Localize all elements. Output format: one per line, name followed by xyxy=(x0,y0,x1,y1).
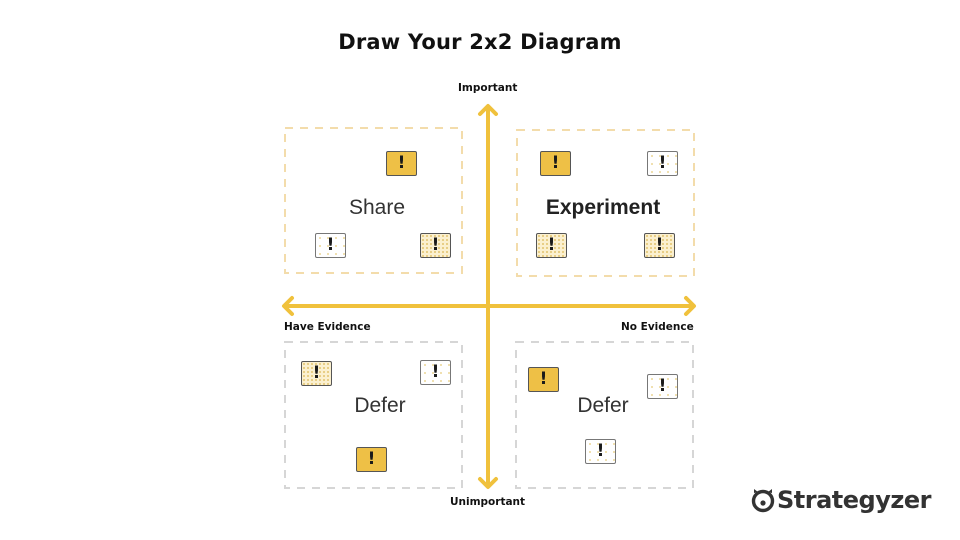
arrow-right-icon xyxy=(684,296,696,316)
quadrant-label: Defer xyxy=(577,394,629,417)
assumption-card[interactable]: ! xyxy=(540,151,571,176)
exclamation-icon: ! xyxy=(658,153,667,173)
exclamation-icon: ! xyxy=(431,362,440,382)
exclamation-icon: ! xyxy=(397,153,406,173)
dashed-border xyxy=(284,341,463,489)
axis-label-no-evidence: No Evidence xyxy=(621,321,694,333)
quadrant-defer-left: Defer ! ! ! xyxy=(284,341,463,489)
page-title: Draw Your 2x2 Diagram xyxy=(338,30,622,54)
exclamation-icon: ! xyxy=(547,235,556,255)
assumption-card[interactable]: ! xyxy=(536,233,567,258)
assumption-card[interactable]: ! xyxy=(528,367,559,392)
quadrant-experiment: Experiment ! ! ! ! xyxy=(516,129,695,277)
axis-label-have-evidence: Have Evidence xyxy=(284,321,371,333)
strategyzer-logo: Strategyzer xyxy=(750,486,931,514)
arrow-left-icon xyxy=(282,296,294,316)
assumption-card[interactable]: ! xyxy=(386,151,417,176)
assumption-card[interactable]: ! xyxy=(647,374,678,399)
assumption-card[interactable]: ! xyxy=(356,447,387,472)
exclamation-icon: ! xyxy=(655,235,664,255)
logo-text: Strategyzer xyxy=(777,486,931,514)
strategyzer-logo-icon xyxy=(751,489,775,513)
exclamation-icon: ! xyxy=(539,369,548,389)
exclamation-icon: ! xyxy=(551,153,560,173)
exclamation-icon: ! xyxy=(596,441,605,461)
arrow-up-icon xyxy=(478,104,498,116)
dashed-border xyxy=(284,127,463,274)
quadrant-label: Experiment xyxy=(545,196,661,219)
assumption-card[interactable]: ! xyxy=(420,233,451,258)
axis-label-important: Important xyxy=(458,82,518,94)
assumption-card[interactable]: ! xyxy=(301,361,332,386)
exclamation-icon: ! xyxy=(326,235,335,255)
axis-label-unimportant: Unimportant xyxy=(450,496,526,508)
exclamation-icon: ! xyxy=(431,235,440,255)
exclamation-icon: ! xyxy=(312,363,321,383)
assumption-card[interactable]: ! xyxy=(585,439,616,464)
quadrant-defer-right: Defer ! ! ! xyxy=(515,341,694,489)
quadrant-share: Share ! ! ! xyxy=(284,127,463,274)
dashed-border xyxy=(516,129,695,277)
assumption-card[interactable]: ! xyxy=(420,360,451,385)
assumption-card[interactable]: ! xyxy=(315,233,346,258)
assumption-card[interactable]: ! xyxy=(647,151,678,176)
exclamation-icon: ! xyxy=(367,449,376,469)
arrow-down-icon xyxy=(478,477,498,489)
quadrant-label: Defer xyxy=(354,394,406,417)
dashed-border xyxy=(515,341,694,489)
exclamation-icon: ! xyxy=(658,376,667,396)
assumption-card[interactable]: ! xyxy=(644,233,675,258)
quadrant-label: Share xyxy=(348,196,406,219)
